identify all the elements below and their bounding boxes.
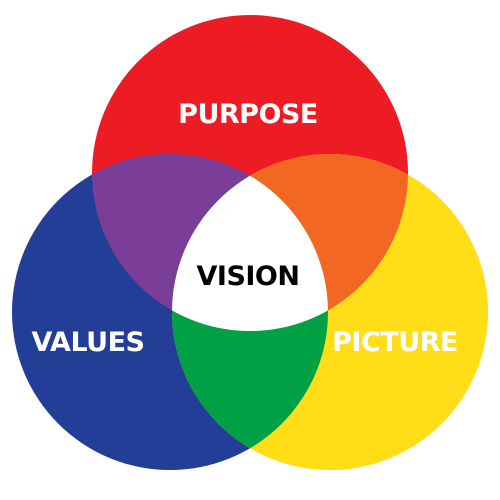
vision-label: VISION: [197, 261, 300, 292]
picture-label: PICTURE: [332, 327, 458, 358]
values-label: VALUES: [31, 327, 144, 358]
overlap-center: [172, 154, 328, 331]
purpose-label: PURPOSE: [178, 99, 318, 130]
